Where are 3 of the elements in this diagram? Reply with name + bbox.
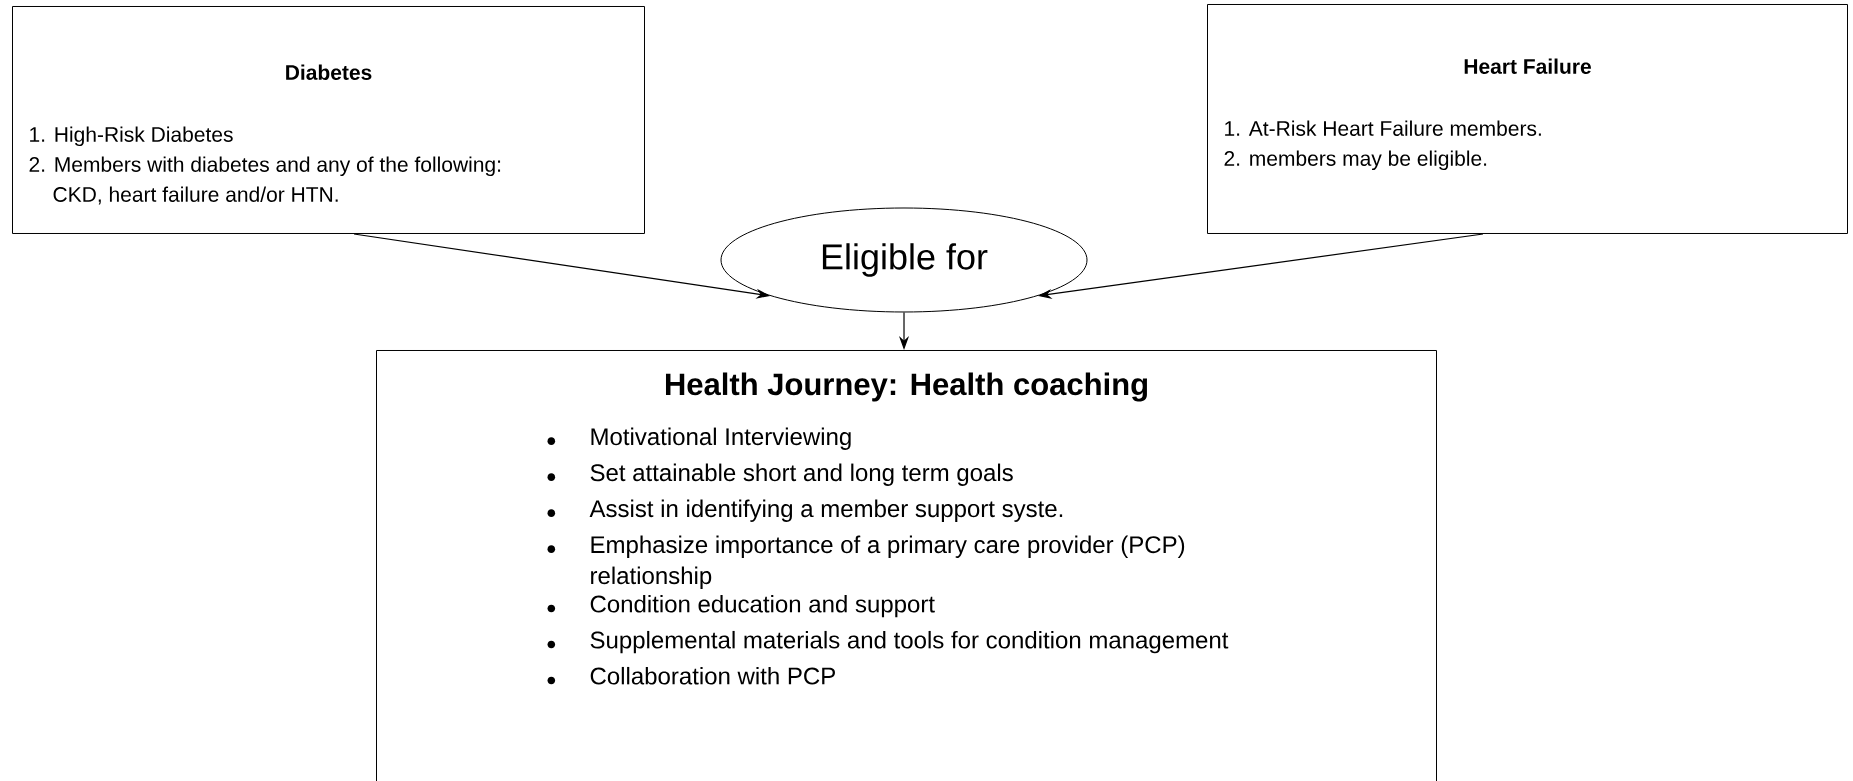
program-box: Health Journey: Health coaching Motivational Interviewing Set attainable short and long term goals Assist in identifying a member support syste. Emphasize importance of a primary care provider (PCP) relationship Condition education and support Supplemental materials and tools for condition management Collaboration with PCP	[376, 350, 1437, 781]
criteria-box: Diabetes 1. High-Risk Diabetes 2. Members with diabetes and any of the following: CKD, heart failure and/or HTN.	[12, 6, 645, 234]
criteria-box: Heart Failure 1. At-Risk Heart Failure members. 2. members may be eligible.	[1207, 4, 1848, 234]
